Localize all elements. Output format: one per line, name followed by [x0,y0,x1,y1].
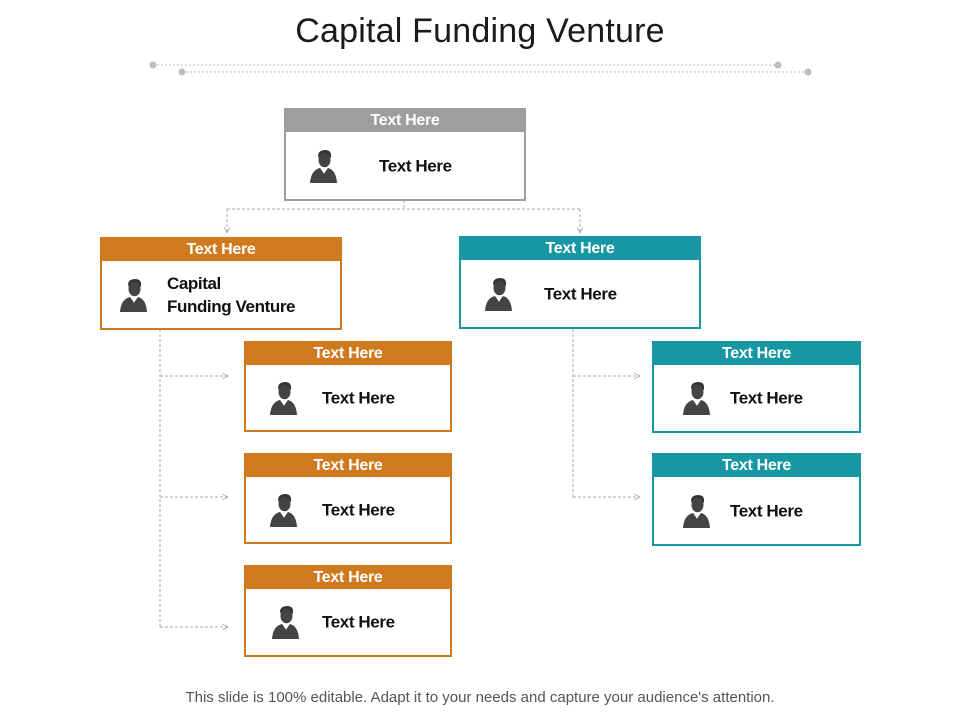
node-text: Capital Funding Venture [167,273,296,316]
node-header: Text Here [654,343,859,365]
org-node-root[interactable]: Text Here Text Here [284,108,526,201]
node-text: Text Here [322,388,395,407]
node-header: Text Here [461,238,699,260]
node-header: Text Here [286,110,524,132]
org-node-left-child-2[interactable]: Text Here Text Here [244,453,452,544]
node-text: Text Here [544,284,617,303]
slide-footer: This slide is 100% editable. Adapt it to… [185,689,775,706]
title-divider [149,61,812,76]
node-header: Text Here [102,239,340,261]
node-header: Text Here [246,567,450,589]
org-node-left[interactable]: Text Here Capital Funding Venture [100,237,342,330]
person-icon [681,381,711,415]
slide-title: Capital Funding Venture [295,12,665,50]
person-icon [268,493,298,527]
node-text: Text Here [730,501,803,520]
person-icon [483,277,513,311]
node-header: Text Here [246,343,450,365]
org-node-left-child-3[interactable]: Text Here Text Here [244,565,452,657]
org-node-right-child-1[interactable]: Text Here Text Here [652,341,861,433]
org-node-left-child-1[interactable]: Text Here Text Here [244,341,452,432]
node-text: Text Here [322,612,395,632]
person-icon [681,494,711,528]
node-header: Text Here [654,455,859,477]
person-icon [118,278,148,312]
org-node-right[interactable]: Text Here Text Here [459,236,701,329]
node-text: Text Here [379,156,452,175]
node-text: Text Here [322,500,395,519]
node-text: Text Here [730,388,803,408]
person-icon [270,605,300,639]
person-icon [308,149,338,183]
node-header: Text Here [246,455,450,477]
person-icon [268,381,298,415]
org-node-right-child-2[interactable]: Text Here Text Here [652,453,861,546]
